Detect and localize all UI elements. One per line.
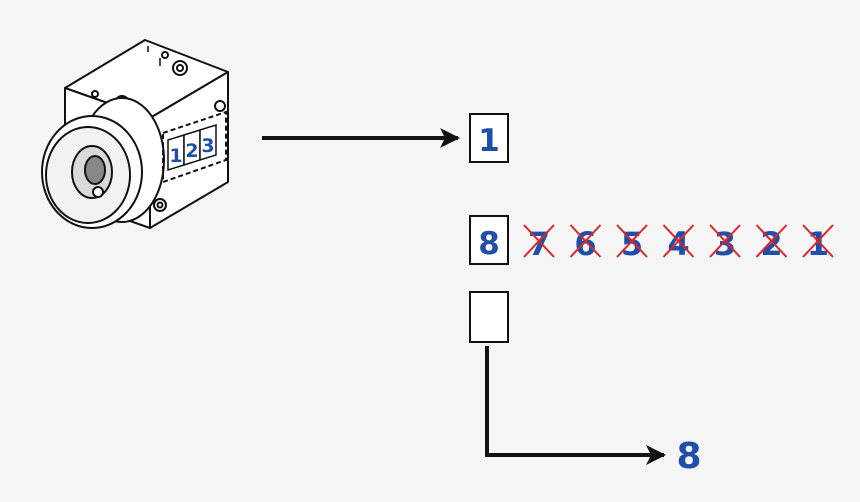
camera-display-panel [162, 110, 227, 184]
camera-digit-3: 3 [201, 135, 214, 157]
camera-digit-1: 1 [169, 145, 182, 167]
display-box-second [469, 215, 509, 265]
cross-mark-5 [616, 224, 648, 258]
display-box-third [469, 291, 509, 343]
crossed-digit-6: 6 [574, 225, 596, 263]
display-digit-second: 8 [478, 226, 500, 262]
cross-mark-3 [709, 224, 741, 258]
cross-mark-6 [569, 224, 602, 258]
camera-digit-boxes: 1 2 3 [167, 123, 217, 172]
camera-digit-2: 2 [185, 140, 198, 162]
display-box-first [469, 113, 509, 163]
crossed-digit-1: 1 [807, 225, 829, 263]
result-digit: 8 [676, 436, 701, 477]
crossed-digit-7: 7 [528, 225, 550, 263]
crossed-digit-4: 4 [667, 225, 689, 263]
arrow-display-to-result [485, 346, 666, 465]
crossed-digit-5: 5 [621, 225, 643, 263]
display-digit-first: 1 [478, 123, 500, 159]
crossed-digit-3: 3 [714, 225, 736, 263]
crossed-digit-2: 2 [760, 225, 782, 263]
cross-mark-2 [755, 224, 788, 258]
cross-mark-1 [802, 224, 834, 258]
cross-mark-7 [523, 224, 555, 258]
cross-mark-4 [662, 224, 695, 258]
